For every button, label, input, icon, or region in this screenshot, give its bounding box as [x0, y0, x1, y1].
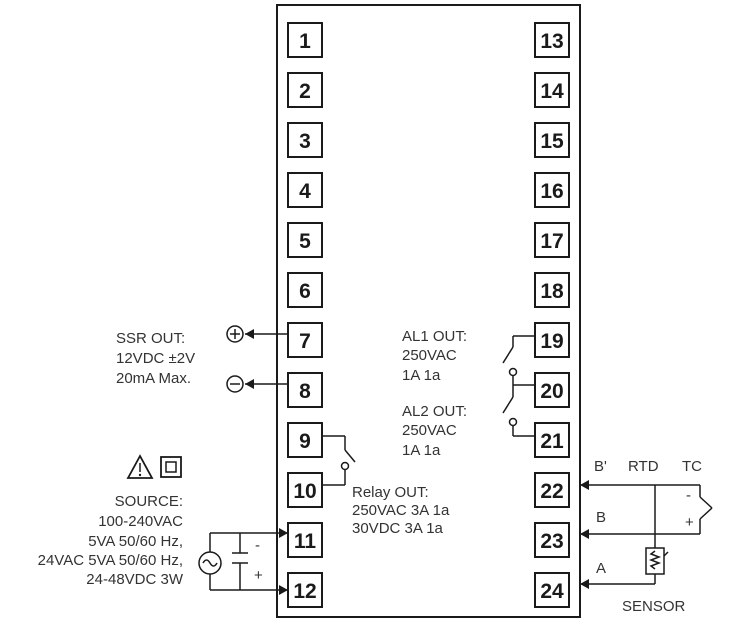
ssr-output: SSR OUT: 12VDC ±2V 20mA Max.: [116, 325, 288, 393]
tc-plus-sign: +: [685, 514, 694, 531]
terminal-number: 3: [299, 130, 311, 153]
terminal-box: [287, 372, 323, 408]
terminal-number: 12: [293, 580, 316, 603]
al2-rating-current: 1A 1a: [402, 442, 441, 459]
terminal-box: [534, 522, 570, 558]
terminal-box: [287, 72, 323, 108]
sensor-input: B' RTD TC B A SENSOR - +: [580, 458, 713, 615]
terminal-number: 23: [540, 530, 563, 553]
terminal-box: [534, 272, 570, 308]
terminal-box: [287, 222, 323, 258]
relay-output: Relay OUT: 250VAC 3A 1a 30VDC 3A 1a: [322, 435, 450, 537]
source-line-1: 100-240VAC: [98, 513, 183, 530]
al1-rating-voltage: 250VAC: [402, 347, 457, 364]
terminal-box: [287, 322, 323, 358]
source-line-3: 24VAC 5VA 50/60 Hz,: [38, 552, 183, 569]
terminal-box: [534, 322, 570, 358]
al2-rating-voltage: 250VAC: [402, 422, 457, 439]
terminal-number: 5: [299, 230, 311, 253]
terminal-box: [287, 272, 323, 308]
tc-minus-sign: -: [686, 487, 691, 504]
terminal-number: 8: [299, 380, 311, 403]
terminal-number: 24: [540, 580, 564, 603]
sensor-label-tc: TC: [682, 458, 702, 475]
source-plus-sign: +: [254, 567, 263, 584]
terminal-box: [534, 472, 570, 508]
terminal-number: 11: [294, 530, 317, 553]
terminal-box: [534, 22, 570, 58]
terminal-box: [287, 22, 323, 58]
terminal-number: 6: [299, 280, 311, 303]
terminal-box: [534, 422, 570, 458]
terminal-box: [534, 72, 570, 108]
ssr-voltage: 12VDC ±2V: [116, 350, 195, 367]
al1-title: AL1 OUT:: [402, 328, 467, 345]
terminal-box: [287, 422, 323, 458]
terminal-box: [534, 572, 570, 608]
relay-rating-ac: 250VAC 3A 1a: [352, 502, 450, 519]
source-line-2: 5VA 50/60 Hz,: [88, 533, 183, 550]
al1-rating-current: 1A 1a: [402, 367, 441, 384]
terminal-number: 17: [540, 230, 563, 253]
arrow-left-icon: [245, 379, 254, 389]
al2-contact-icon: [502, 396, 514, 414]
sensor-caption: SENSOR: [622, 598, 686, 615]
terminal-number: 10: [293, 480, 316, 503]
sensor-label-b: B: [596, 509, 606, 526]
terminal-number: 18: [540, 280, 564, 303]
power-source: SOURCE: 100-240VAC 5VA 50/60 Hz, 24VAC 5…: [38, 454, 288, 595]
terminal-number: 2: [299, 80, 311, 103]
terminal-number: 9: [299, 430, 311, 453]
terminal-number: 21: [540, 430, 564, 453]
sensor-label-rtd: RTD: [628, 458, 659, 475]
terminal-number: 13: [540, 30, 563, 53]
source-title: SOURCE:: [115, 493, 183, 510]
terminal-box: [287, 122, 323, 158]
arrow-left-icon: [245, 329, 254, 339]
terminal-box: [534, 172, 570, 208]
terminal-number: 20: [540, 380, 563, 403]
arrow-right-icon: [279, 585, 288, 595]
ssr-current: 20mA Max.: [116, 370, 191, 387]
terminal-box: [287, 472, 323, 508]
source-line-4: 24-48VDC 3W: [86, 571, 184, 588]
terminal-box: [534, 372, 570, 408]
ssr-title: SSR OUT:: [116, 330, 185, 347]
thermocouple-icon: [699, 496, 713, 509]
terminal-box: [287, 172, 323, 208]
terminal-number: 16: [540, 180, 563, 203]
terminal-number: 19: [540, 330, 563, 353]
arrow-right-icon: [279, 528, 288, 538]
terminal-box: [534, 122, 570, 158]
terminal-box: [534, 222, 570, 258]
terminal-number: 22: [540, 480, 563, 503]
arrow-left-icon: [580, 480, 589, 490]
relay-rating-dc: 30VDC 3A 1a: [352, 520, 444, 537]
al1-contact-icon: [502, 346, 514, 364]
terminal-number: 15: [540, 130, 564, 153]
right-terminal-column: 13 14 15 16 17 18 19 20 21 22 23 24: [534, 22, 570, 608]
terminal-number: 14: [540, 80, 564, 103]
relay-title: Relay OUT:: [352, 484, 429, 501]
terminal-number: 4: [299, 180, 311, 203]
sensor-label-a: A: [596, 560, 606, 577]
source-minus-sign: -: [255, 537, 260, 554]
alarm-outputs: AL1 OUT: 250VAC 1A 1a AL2 OUT: 250VAC 1A…: [402, 328, 535, 459]
sensor-label-b-prime: B': [594, 458, 607, 475]
arrow-left-icon: [580, 579, 589, 589]
al2-title: AL2 OUT:: [402, 403, 467, 420]
terminal-box: [287, 522, 323, 558]
controller-body: [276, 4, 581, 618]
arrow-left-icon: [580, 529, 589, 539]
terminal-number: 7: [299, 330, 311, 353]
terminal-number: 1: [299, 30, 311, 53]
relay-contact-icon: [344, 449, 356, 463]
